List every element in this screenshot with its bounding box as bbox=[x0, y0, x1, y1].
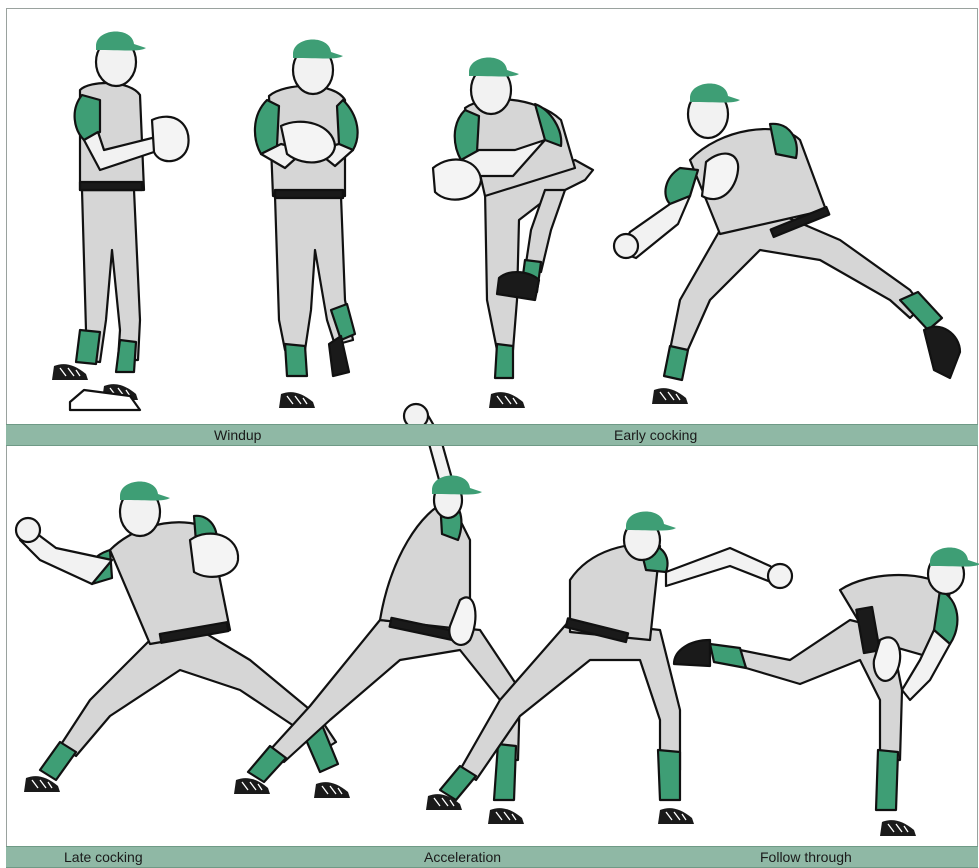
pitcher-figure-early-cocking bbox=[614, 83, 960, 404]
pitcher-figure-windup-2 bbox=[255, 39, 358, 408]
pitcher-figure-follow-through bbox=[674, 547, 979, 836]
pitcher-figure-windup-1 bbox=[52, 31, 189, 410]
pitcher-figure-windup-3 bbox=[433, 57, 593, 408]
phase-label-follow-through: Follow through bbox=[760, 847, 852, 867]
phase-label-late-cocking: Late cocking bbox=[64, 847, 143, 867]
phase-label-acceleration: Acceleration bbox=[424, 847, 501, 867]
phase-label-early-cocking: Early cocking bbox=[614, 425, 697, 445]
phase-label-windup: Windup bbox=[214, 425, 261, 445]
phase-label-band-top bbox=[6, 424, 978, 446]
pitcher-figure-late-cocking bbox=[16, 481, 350, 798]
